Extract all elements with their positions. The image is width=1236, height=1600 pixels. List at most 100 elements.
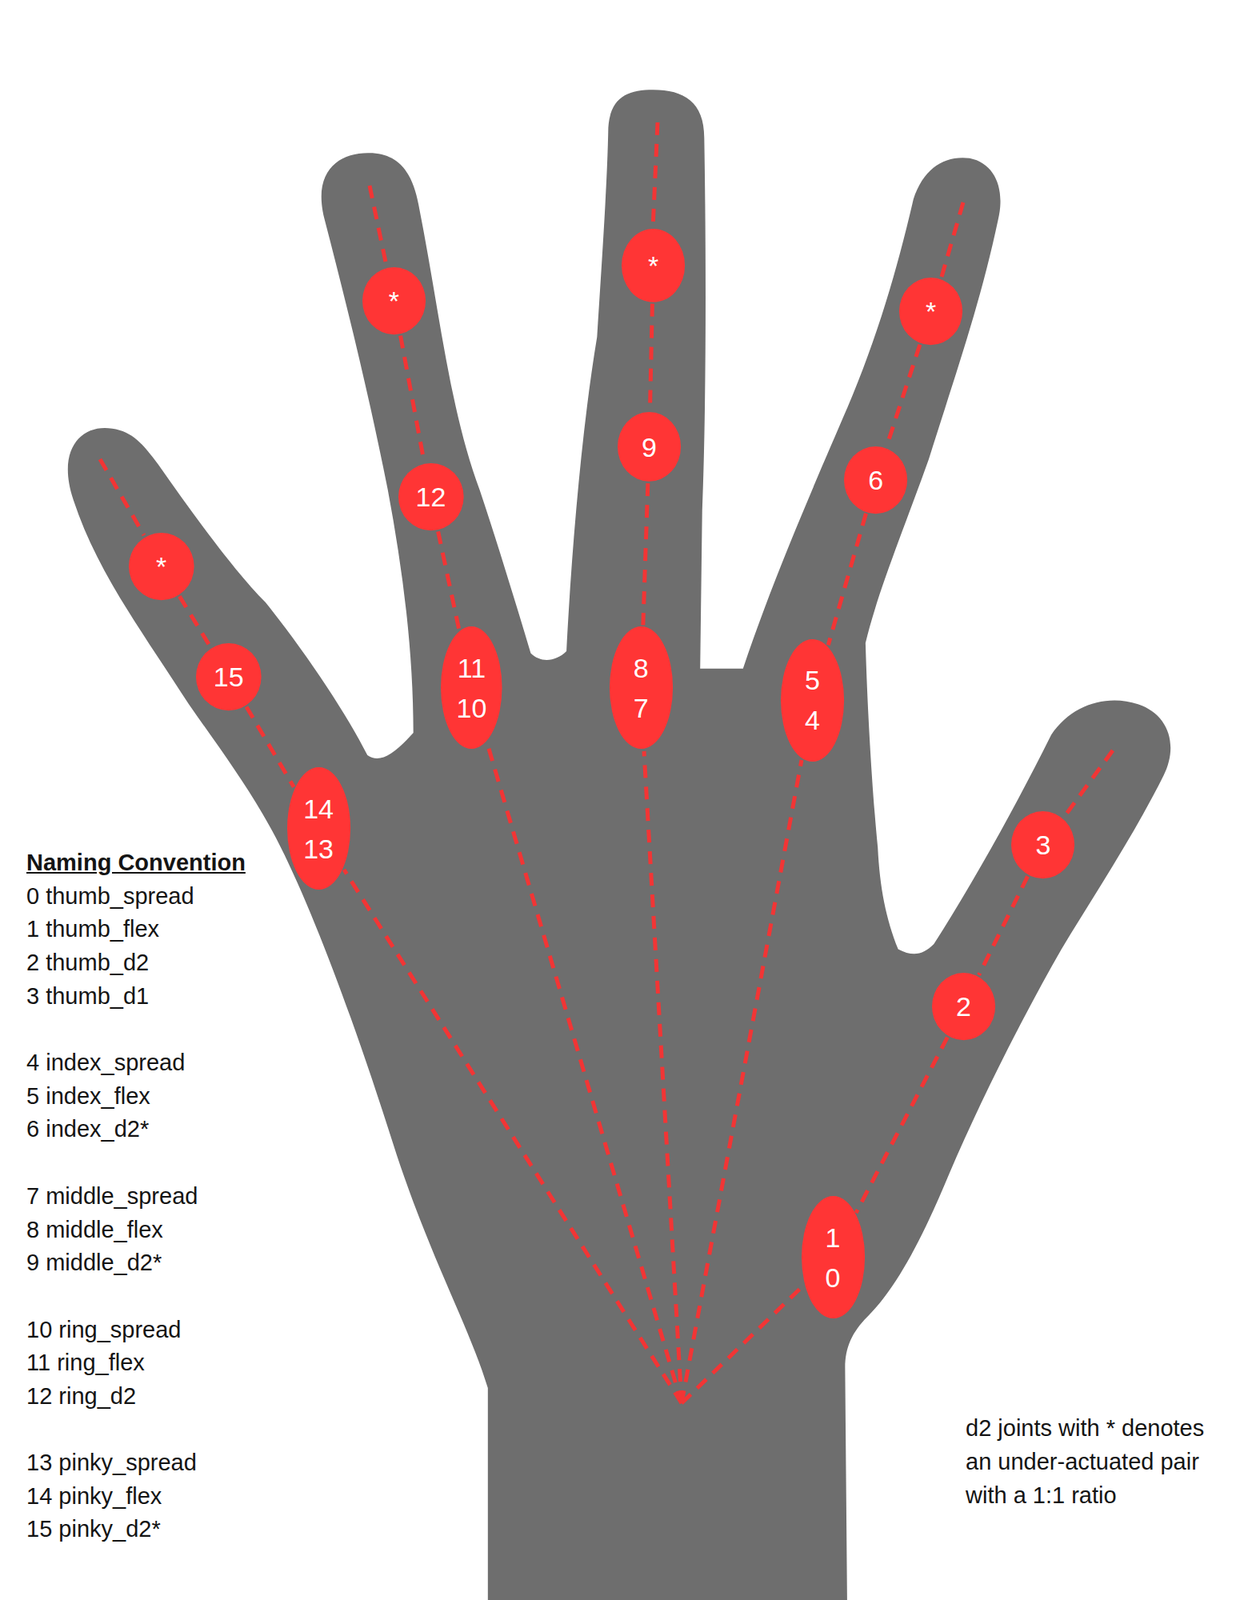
joint-number: 14 <box>303 788 334 829</box>
joint-name: 12 ring_d2 <box>26 1379 136 1413</box>
joint-ellipse-fill <box>617 412 681 482</box>
joint-name: 13 pinky_spread <box>26 1445 197 1480</box>
dashed-link <box>856 1037 948 1214</box>
joint-name: 4 index_spread <box>26 1045 185 1080</box>
joint-ellipse-fill <box>780 639 844 762</box>
joint-marker: 6 <box>844 446 908 514</box>
joint-name: 1 thumb_flex <box>26 912 160 946</box>
joint-ellipse-fill <box>932 972 996 1040</box>
joint-marker: 54 <box>780 639 844 762</box>
joint-marker: * <box>621 228 685 303</box>
joint-text-group: 87 <box>633 648 649 728</box>
joint-number: 6 <box>868 464 884 496</box>
joint-number: 3 <box>1035 828 1051 861</box>
joint-text-group: * <box>156 550 167 583</box>
joint-text-group: 10 <box>825 1217 841 1298</box>
joint-text-group: * <box>648 249 659 282</box>
joint-number: 13 <box>303 828 334 869</box>
joint-name: 15 pinky_d2* <box>26 1512 161 1546</box>
joint-number: 1 <box>825 1217 841 1258</box>
joint-ellipse <box>609 626 673 749</box>
joint-ellipse-fill <box>287 767 351 890</box>
joint-text-group: * <box>925 295 936 328</box>
joint-name: 7 middle_spread <box>26 1179 198 1213</box>
joint-ellipse-fill <box>128 532 195 600</box>
joint-marker: 2 <box>932 972 996 1040</box>
joint-number: 12 <box>415 480 446 513</box>
axis-line <box>681 1286 803 1404</box>
joint-name: 5 index_flex <box>26 1079 151 1113</box>
joint-marker: 9 <box>617 412 681 482</box>
joint-name: 11 ring_flex <box>26 1345 145 1380</box>
joint-number: 7 <box>633 688 649 728</box>
joint-ellipse <box>801 1196 865 1319</box>
joint-text-group: 1413 <box>303 788 334 869</box>
joint-text-group: * <box>388 284 400 317</box>
dashed-link <box>179 596 211 647</box>
hand-silhouette <box>68 89 1171 1600</box>
joint-marker: 87 <box>609 626 673 749</box>
axis-line <box>100 459 144 536</box>
joint-text-group: 54 <box>804 660 820 740</box>
joint-text-group: 15 <box>213 660 244 693</box>
joint-marker: * <box>899 277 963 345</box>
joint-marker: 10 <box>801 1196 865 1319</box>
axis-line <box>344 869 682 1404</box>
joint-marker: 3 <box>1011 811 1075 879</box>
joint-name: 9 middle_d2* <box>26 1245 162 1280</box>
joint-text-group: 1110 <box>456 648 488 728</box>
joint-ellipse-fill <box>362 267 426 335</box>
joint-marker: 12 <box>398 463 464 531</box>
joint-ellipse-fill <box>398 463 464 531</box>
joint-number: 9 <box>641 431 657 464</box>
joint-number: * <box>388 284 400 317</box>
joint-ellipse-fill <box>621 228 685 303</box>
joint-name: 10 ring_spread <box>26 1312 181 1347</box>
joint-name: 6 index_d2* <box>26 1112 149 1146</box>
joint-number: 10 <box>456 688 488 728</box>
joint-ellipse-fill <box>1011 811 1075 879</box>
dashed-link <box>438 531 460 630</box>
joint-name: 0 thumb_spread <box>26 879 195 913</box>
dashed-link <box>886 344 920 447</box>
joint-ellipse <box>287 767 351 890</box>
joint-marker: * <box>128 532 195 600</box>
dashed-link <box>649 304 652 412</box>
joint-marker: * <box>362 267 426 335</box>
joint-ellipse-fill <box>196 643 262 711</box>
joint-ellipse-fill <box>844 446 908 514</box>
joint-name: 8 middle_flex <box>26 1212 164 1247</box>
joint-number: * <box>648 249 659 282</box>
joint-ellipse-fill <box>801 1196 865 1319</box>
axis-line <box>941 202 964 277</box>
joint-text-group: 2 <box>956 990 972 1023</box>
joint-ellipse <box>440 626 503 749</box>
joint-ellipse-fill <box>899 277 963 345</box>
joint-number: * <box>925 295 936 328</box>
joint-text-group: 6 <box>868 464 884 496</box>
axis-line <box>487 743 682 1404</box>
joint-text-group: 9 <box>641 431 657 464</box>
axis-line <box>644 751 682 1404</box>
joint-marker: 1110 <box>440 626 503 749</box>
dashed-link <box>643 483 648 625</box>
joint-number: 4 <box>804 700 820 740</box>
note-text: d2 joints with * denotes an under-actuat… <box>965 1411 1216 1512</box>
joint-text-group: 12 <box>415 480 446 513</box>
dashed-link <box>979 876 1028 975</box>
joint-number: 11 <box>457 648 486 688</box>
joint-ellipse-fill <box>440 626 503 749</box>
legend-heading: Naming Convention <box>26 845 246 880</box>
joint-name: 2 thumb_d2 <box>26 945 149 980</box>
axis-line <box>652 122 658 230</box>
joint-number: * <box>156 550 167 583</box>
joint-marker: 1413 <box>287 767 351 890</box>
dashed-link <box>828 513 866 646</box>
joint-ellipse-fill <box>609 626 673 749</box>
joint-axis-lines <box>100 122 1113 1404</box>
joint-ellipse <box>780 639 844 762</box>
joint-name: 14 pinky_flex <box>26 1479 162 1513</box>
dashed-link <box>246 707 294 788</box>
joint-number: 2 <box>956 990 972 1023</box>
